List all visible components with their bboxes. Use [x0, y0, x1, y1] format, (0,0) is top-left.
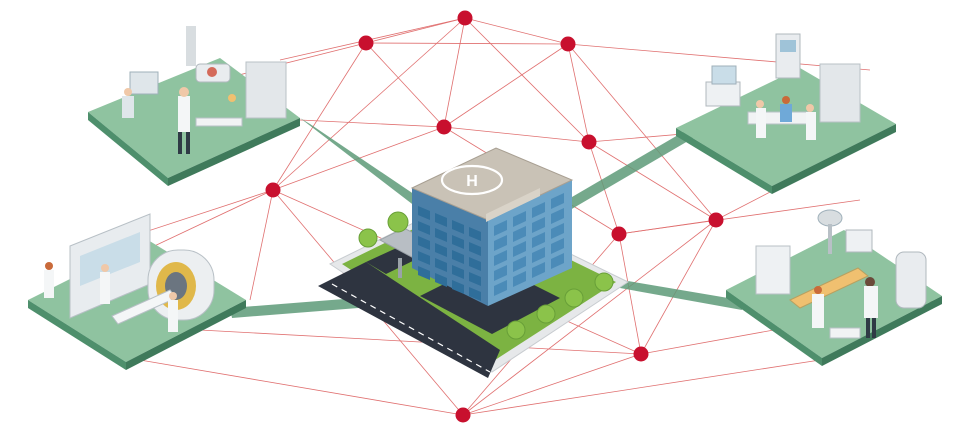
network-link — [443, 17, 466, 128]
network-link — [464, 17, 569, 45]
trees — [358, 211, 614, 340]
helipad-circle — [440, 164, 504, 196]
tower-window — [435, 258, 447, 272]
network-node — [455, 407, 471, 423]
examination-room-icon — [88, 26, 300, 186]
tower-window — [551, 238, 564, 254]
tree — [564, 288, 584, 308]
tower-windows — [418, 193, 564, 301]
ultrasound-room-icon — [676, 33, 896, 194]
operating-room-icon — [726, 209, 942, 366]
tower-window — [435, 228, 447, 242]
network-link — [443, 43, 569, 128]
tower-window — [551, 223, 564, 239]
network-link — [567, 43, 590, 143]
tower-window — [435, 213, 447, 227]
tower-window — [513, 241, 526, 257]
network-link — [640, 219, 717, 355]
tower-window — [513, 256, 526, 272]
network-link — [567, 43, 717, 221]
network-node — [708, 212, 724, 228]
hospital-tower-right-wall — [488, 180, 572, 306]
tower-window — [532, 202, 545, 218]
network-node — [611, 226, 627, 242]
network-node — [457, 10, 473, 26]
tower-window — [532, 262, 545, 278]
tower-window — [469, 242, 481, 256]
network-link — [588, 141, 717, 221]
network-node — [358, 35, 374, 51]
tree — [536, 304, 556, 324]
network-node — [436, 119, 452, 135]
network-link — [365, 17, 466, 44]
tower-window — [494, 235, 507, 251]
tower-window — [418, 251, 430, 265]
tower-window — [435, 243, 447, 257]
connector-operating — [620, 280, 742, 310]
tower-window — [418, 266, 430, 280]
network-link — [618, 199, 861, 235]
tower-window — [469, 227, 481, 241]
tree — [594, 272, 614, 292]
network-node — [633, 346, 649, 362]
network-link — [462, 219, 717, 416]
network-link — [272, 42, 367, 191]
network-link — [279, 17, 466, 61]
tower-window — [435, 273, 447, 287]
network-link — [199, 329, 642, 355]
tower-window — [532, 232, 545, 248]
tower-window — [551, 253, 564, 269]
tree — [506, 320, 526, 340]
tower-window — [494, 250, 507, 266]
network-link — [464, 17, 590, 143]
tower-window — [452, 235, 464, 249]
tower-window — [551, 208, 564, 224]
tower-window — [551, 193, 564, 209]
connector-ultrasound — [560, 128, 700, 210]
tower-window — [452, 220, 464, 234]
tower-window — [494, 280, 507, 296]
tower-window — [452, 265, 464, 279]
connector-exam — [300, 118, 430, 210]
tower-window — [513, 271, 526, 287]
mri-scanner-icon — [28, 213, 246, 370]
network-link — [443, 126, 590, 143]
tower-window — [418, 236, 430, 250]
network-node — [265, 182, 281, 198]
network-link — [272, 17, 466, 191]
network-link — [462, 359, 821, 416]
tower-window — [494, 265, 507, 281]
tower-window — [532, 247, 545, 263]
tower-window — [469, 257, 481, 271]
tree — [387, 211, 409, 233]
tree — [358, 228, 378, 248]
tower-window — [532, 217, 545, 233]
tower-window — [469, 287, 481, 301]
network-link — [462, 353, 642, 416]
tower-window — [452, 250, 464, 264]
tower-window — [418, 206, 430, 220]
network-node — [581, 134, 597, 150]
network-link — [365, 42, 445, 128]
helipad-letter: H — [466, 173, 478, 190]
tower-window — [494, 220, 507, 236]
tower-window — [513, 211, 526, 227]
network-nodes — [265, 10, 724, 423]
network-link — [249, 189, 274, 301]
hospital-roof — [410, 147, 574, 221]
network-node — [560, 36, 576, 52]
network-link — [299, 119, 445, 128]
hospital-campus: H — [318, 147, 630, 378]
tower-window — [513, 226, 526, 242]
tower-window — [418, 221, 430, 235]
tower-window — [452, 280, 464, 294]
tower-window — [469, 272, 481, 286]
network-link — [618, 233, 642, 355]
network-link — [365, 42, 569, 45]
network-link — [139, 359, 464, 416]
